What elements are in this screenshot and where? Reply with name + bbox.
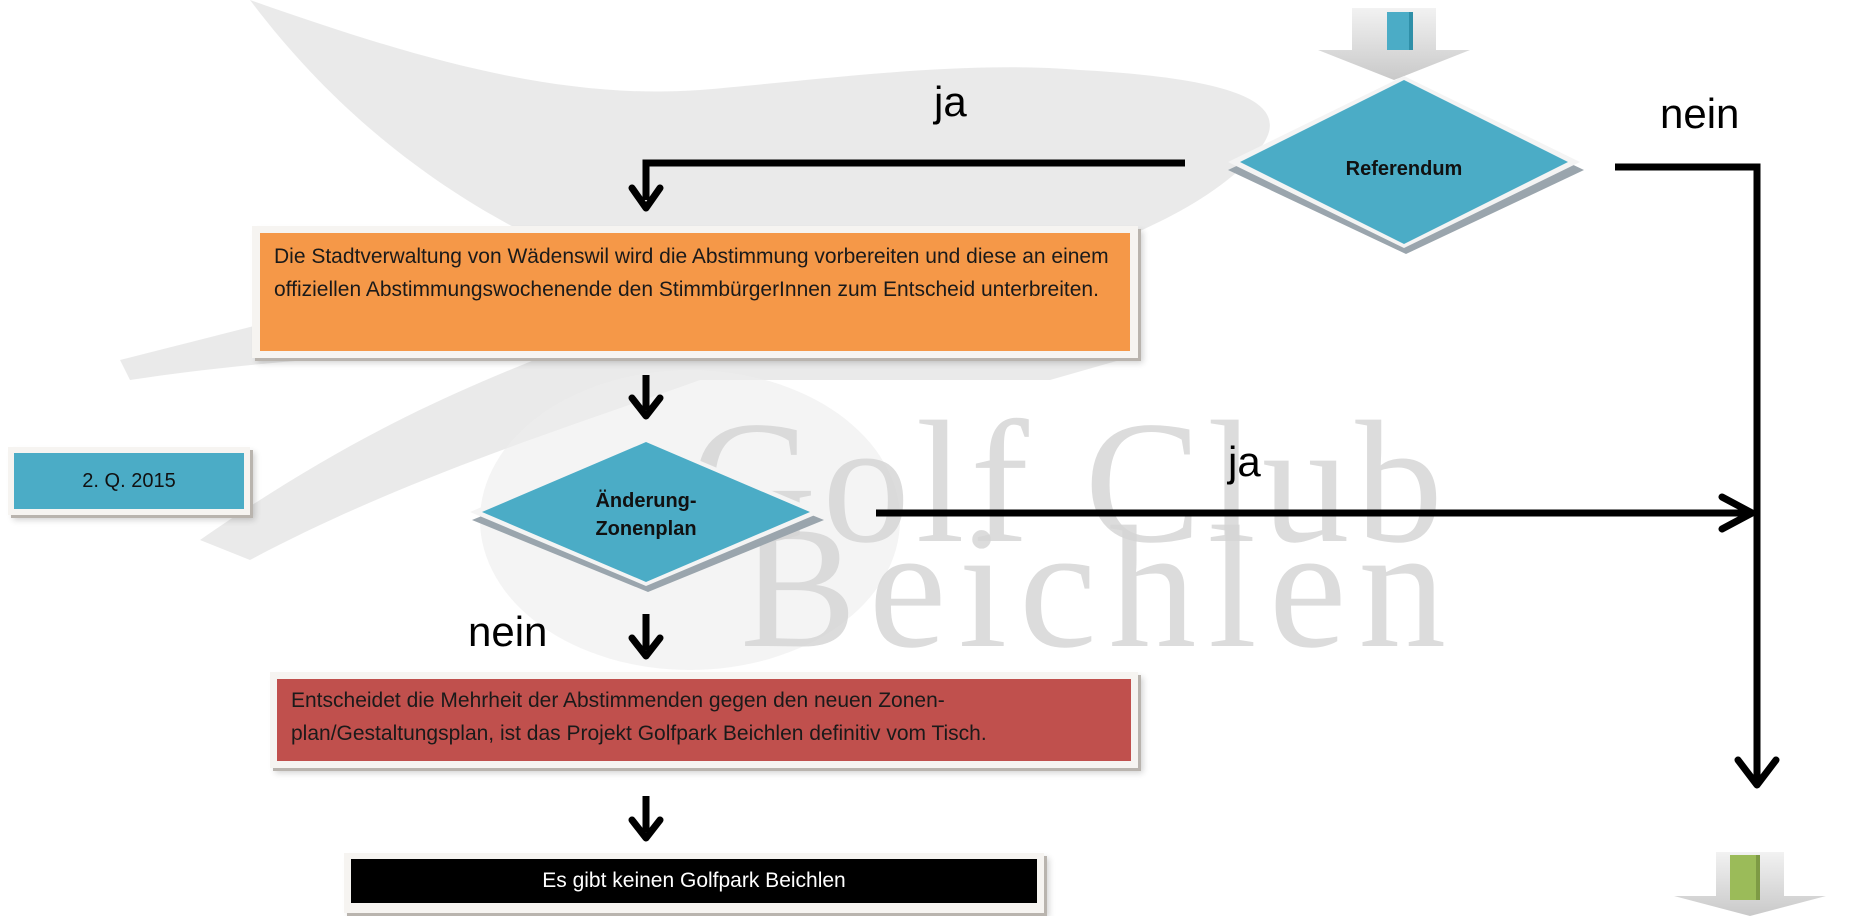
zonenplan-label: Änderung- Zonenplan <box>595 490 697 540</box>
exit-arrow-icon <box>1674 852 1826 916</box>
entry-arrow-icon <box>1318 8 1470 80</box>
process-box-vote-preparation: Die Stadtverwaltung von Wädenswil wird d… <box>260 233 1130 351</box>
date-box: 2. Q. 2015 <box>14 453 244 509</box>
zonenplan-decision-shape <box>470 438 824 592</box>
result-box-no-golfpark: Es gibt keinen Golfpark Beichlen <box>351 859 1037 903</box>
referendum-decision-shape <box>1228 76 1584 254</box>
referendum-label: Referendum <box>1345 158 1463 180</box>
branch-label-nein-mid: nein <box>468 608 548 655</box>
branch-label-ja-top: ja <box>934 78 967 125</box>
watermark-line1: Golf Club <box>690 385 1449 579</box>
process-box-rejection: Entscheidet die Mehrheit der Abstimmende… <box>277 679 1131 761</box>
branch-label-nein-top: nein <box>1660 90 1740 137</box>
watermark-line2: Beichlen <box>740 490 1458 684</box>
branch-label-ja-mid: ja <box>1228 438 1261 485</box>
